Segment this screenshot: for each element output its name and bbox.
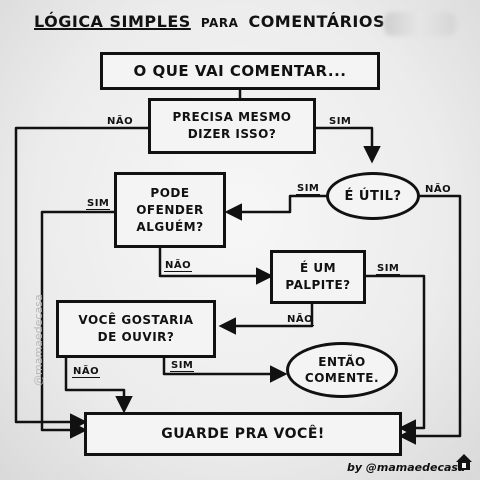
- label-palpite-sim: SIM: [376, 263, 401, 275]
- label-gostaria-nao: NÃO: [72, 366, 101, 378]
- palpite-line2: PALPITE?: [285, 278, 351, 292]
- palpite-line1: É UM: [299, 261, 337, 275]
- label-util-sim: SIM: [296, 183, 321, 195]
- util-text: É ÚTIL?: [344, 188, 402, 204]
- comente-line2: COMENTE.: [304, 371, 380, 385]
- page-title: LÓGICA SIMPLES PARA COMENTÁRIOS: [34, 12, 385, 31]
- precisa-line1: PRECISA MESMO: [172, 110, 292, 124]
- label-gostaria-sim: SIM: [170, 360, 195, 372]
- title-part1: LÓGICA SIMPLES: [34, 12, 191, 31]
- label-palpite-nao: NÃO: [286, 314, 315, 326]
- start-text: O QUE VAI COMENTAR...: [133, 62, 347, 80]
- ofender-line1: PODE: [150, 185, 190, 200]
- gostaria-line2: DE OUVIR?: [97, 330, 175, 344]
- ofender-line3: ALGUÉM?: [136, 219, 204, 234]
- title-part2: PARA: [200, 16, 239, 30]
- label-precisa-nao: NÃO: [106, 116, 135, 128]
- guarde-node: GUARDE PRA VOCÊ!: [84, 412, 402, 456]
- question-ofender-node: PODE OFENDER ALGUÉM?: [114, 172, 226, 248]
- gostaria-line1: VOCÊ GOSTARIA: [78, 313, 194, 327]
- ofender-line2: OFENDER: [136, 202, 204, 217]
- question-util-node: É ÚTIL?: [326, 172, 420, 220]
- label-precisa-sim: SIM: [328, 116, 353, 128]
- comente-node: ENTÃO COMENTE.: [286, 342, 398, 398]
- guarde-text: GUARDE PRA VOCÊ!: [161, 426, 325, 442]
- blurred-region: [384, 12, 456, 36]
- question-palpite-node: É UM PALPITE?: [270, 250, 366, 304]
- watermark: @mamaedecasa: [32, 294, 45, 386]
- title-part3: COMENTÁRIOS: [248, 12, 385, 31]
- question-gostaria-node: VOCÊ GOSTARIA DE OUVIR?: [56, 300, 216, 358]
- label-ofender-sim: SIM: [86, 198, 111, 210]
- comente-line1: ENTÃO: [318, 355, 366, 369]
- start-node: O QUE VAI COMENTAR...: [100, 52, 380, 90]
- question-precisa-node: PRECISA MESMO DIZER ISSO?: [148, 98, 316, 154]
- label-ofender-nao: NÃO: [164, 260, 193, 272]
- house-icon: [456, 454, 472, 470]
- credit-text: by @mamaedecasa: [347, 461, 466, 474]
- precisa-line2: DIZER ISSO?: [187, 127, 277, 141]
- label-util-nao: NÃO: [424, 184, 453, 196]
